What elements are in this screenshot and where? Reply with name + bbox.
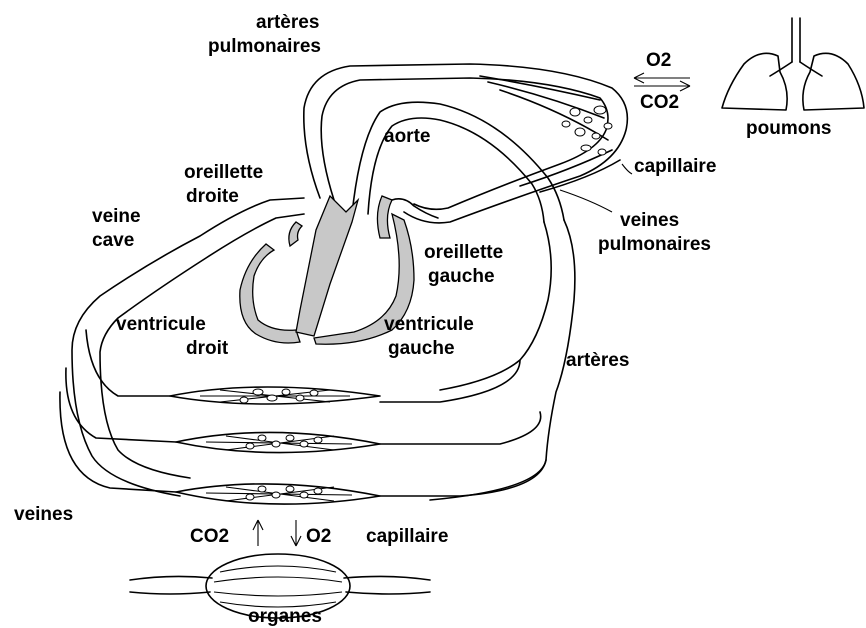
vein-branch-1: [86, 330, 170, 396]
label-capillaire-top: capillaire: [634, 156, 716, 177]
label-oreillette-gauche-1: oreillette: [424, 242, 503, 263]
artery-branch-3: [380, 460, 546, 496]
label-veine-cave-2: cave: [92, 230, 134, 251]
label-veine-cave-1: veine: [92, 206, 141, 227]
label-ventricule-gauche-1: ventricule: [384, 314, 474, 335]
label-oreillette-droite-2: droite: [186, 186, 239, 207]
artery-branch-1: [380, 360, 520, 402]
bronchi: [770, 62, 822, 76]
label-arteres-pulmonaires-1: artères: [256, 12, 319, 33]
label-co2-bottom: CO2: [190, 526, 229, 547]
organ-capillaries: [170, 387, 380, 504]
right-lung: [803, 53, 864, 110]
left-lung: [722, 53, 787, 110]
gas-exchange-arrows-bottom: [253, 520, 301, 546]
septum: [296, 196, 358, 336]
pulmonary-circuit: [304, 64, 632, 223]
label-veines-pulmonaires-1: veines: [620, 210, 679, 231]
artery-branch-2: [380, 412, 541, 444]
labels: artères pulmonaires O2 CO2 poumons aorte…: [14, 12, 832, 627]
label-o2-bottom: O2: [306, 526, 331, 547]
label-oreillette-droite-1: oreillette: [184, 162, 263, 183]
capillary-spindle-3: [176, 484, 380, 504]
label-aorte: aorte: [384, 126, 430, 147]
label-ventricule-droit-1: ventricule: [116, 314, 206, 335]
capillaire-pointer: [622, 164, 632, 174]
label-poumons: poumons: [746, 118, 832, 139]
label-veines: veines: [14, 504, 73, 525]
label-veines-pulmonaires-2: pulmonaires: [598, 234, 711, 255]
lung-capillary-cells: [562, 106, 612, 155]
label-arteres-pulmonaires-2: pulmonaires: [208, 36, 321, 57]
capillary-spindle-1: [170, 387, 380, 404]
lungs-drawing: [722, 18, 864, 110]
label-ventricule-droit-2: droit: [186, 338, 229, 359]
organ-vessels: [130, 576, 430, 594]
o2-arrow-bottom: [291, 520, 301, 546]
trachea: [792, 18, 800, 62]
label-ventricule-gauche-2: gauche: [388, 338, 455, 359]
veines-pulmonaires-pointer: [560, 190, 612, 212]
organ-fibers: [214, 566, 342, 607]
right-valve: [289, 222, 302, 246]
label-co2-top: CO2: [640, 92, 679, 113]
left-valve: [377, 196, 392, 238]
label-capillaire-bottom: capillaire: [366, 526, 448, 547]
gas-exchange-arrows-top: [634, 73, 690, 91]
pulmonary-artery-outer: [304, 64, 628, 223]
label-organes: organes: [248, 606, 322, 627]
right-ventricle-wall: [240, 244, 300, 343]
label-oreillette-gauche-2: gauche: [428, 266, 495, 287]
co2-arrow-bottom: [253, 520, 263, 546]
pulmonary-artery-inner: [321, 78, 608, 209]
capillary-spindle-2: [176, 432, 380, 452]
label-o2-top: O2: [646, 50, 671, 71]
label-arteres: artères: [566, 350, 629, 371]
